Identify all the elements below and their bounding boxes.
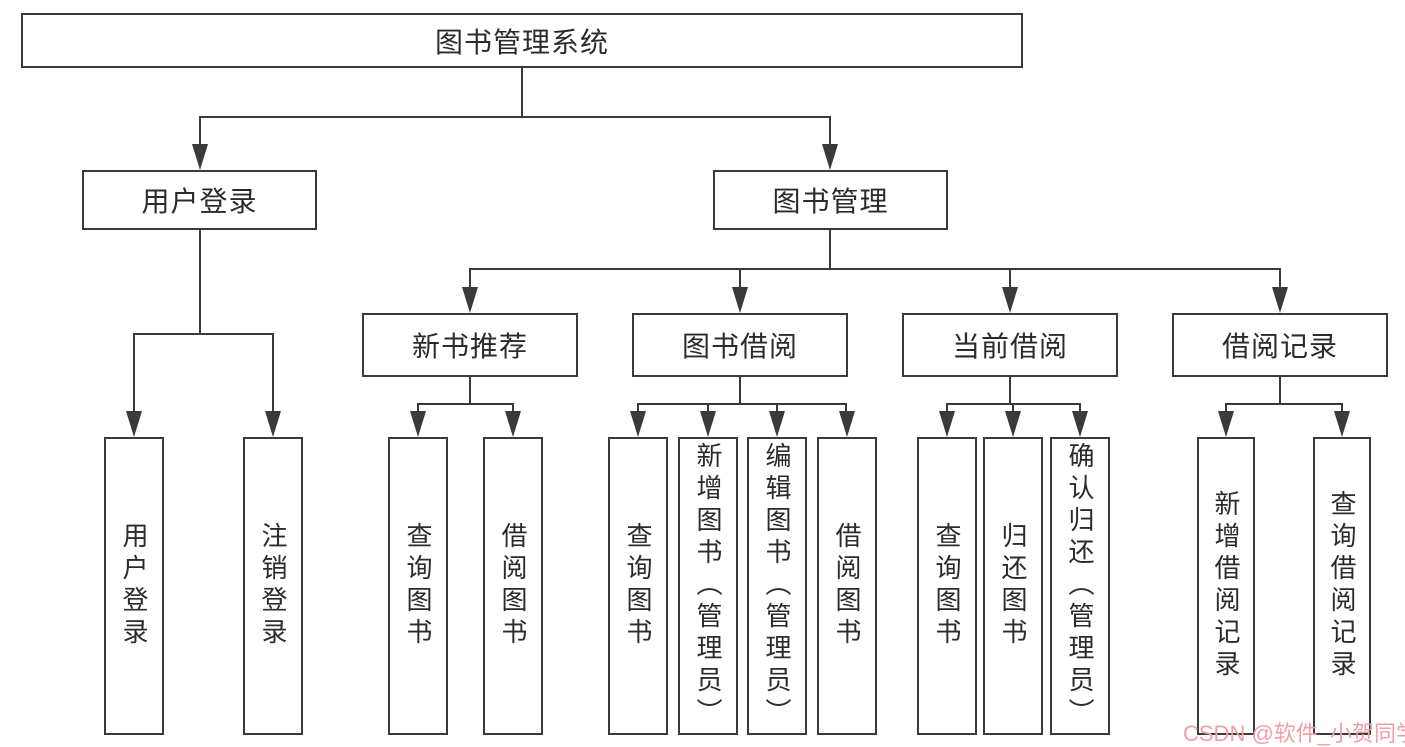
node-leaf-borrow-books-1: 借阅图书	[483, 437, 543, 735]
arrowhead-down-icon	[700, 411, 716, 437]
arrowhead-down-icon	[192, 144, 208, 170]
connector-leaf-stem	[707, 403, 709, 413]
connector-bookmgmt-down	[829, 230, 831, 270]
node-book-borrow: 图书借阅	[632, 313, 848, 377]
node-book-management: 图书管理	[713, 170, 948, 230]
connector-leaf-stem	[1225, 403, 1227, 413]
arrowhead-down-icon	[1272, 287, 1288, 313]
leaf-label: 编辑图书（管理员）	[762, 442, 792, 730]
leaf-label: 确认归还（管理员）	[1065, 442, 1095, 730]
connector-group-splitter	[1225, 403, 1342, 405]
leaf-label: 归还图书	[998, 522, 1028, 650]
node-borrow-records: 借阅记录	[1172, 313, 1388, 377]
leaf-label: 用户登录	[119, 522, 149, 650]
leaf-label: 借阅图书	[832, 522, 862, 650]
arrowhead-down-icon	[410, 411, 426, 437]
connector-leaf-stem	[776, 403, 778, 413]
node-leaf-query-borrow-record: 查询借阅记录	[1313, 437, 1371, 735]
connector-leaf-stem	[133, 333, 135, 413]
arrowhead-down-icon	[1005, 411, 1021, 437]
connector-leaf-stem	[1012, 403, 1014, 413]
connector-userlogin-down	[199, 230, 201, 335]
connector-userlogin-stem	[199, 116, 201, 146]
node-root: 图书管理系统	[21, 13, 1023, 68]
connector-leaf-stem	[845, 403, 847, 413]
connector-group-down	[469, 377, 471, 405]
connector-leaf-stem	[1009, 268, 1011, 289]
arrowhead-down-icon	[732, 287, 748, 313]
arrowhead-down-icon	[1002, 287, 1018, 313]
connector-leaf-stem	[469, 268, 471, 289]
connector-leaf-stem	[739, 268, 741, 289]
connector-bookmgmt-stem	[829, 116, 831, 146]
connector-userlogin-splitter	[133, 333, 274, 335]
connector-leaf-stem	[272, 333, 274, 413]
node-new-book-recommend: 新书推荐	[362, 313, 578, 377]
node-leaf-add-book-admin: 新增图书（管理员）	[678, 437, 738, 735]
node-current-borrow: 当前借阅	[902, 313, 1118, 377]
connector-leaf-stem	[1341, 403, 1343, 413]
leaf-label: 查询图书	[623, 522, 653, 650]
connector-group-down	[1279, 377, 1281, 405]
connector-leaf-stem	[946, 403, 948, 413]
connector-root-splitter	[199, 116, 831, 118]
node-leaf-edit-book-admin: 编辑图书（管理员）	[747, 437, 807, 735]
arrowhead-down-icon	[1218, 411, 1234, 437]
node-leaf-borrow-books-2: 借阅图书	[817, 437, 877, 735]
node-user-login: 用户登录	[82, 170, 317, 230]
arrowhead-down-icon	[265, 411, 281, 437]
node-leaf-confirm-return-admin: 确认归还（管理员）	[1050, 437, 1110, 735]
leaf-label: 查询图书	[932, 522, 962, 650]
leaf-label: 借阅图书	[498, 522, 528, 650]
leaf-label: 新增借阅记录	[1211, 490, 1241, 682]
leaf-label: 新增图书（管理员）	[693, 442, 723, 730]
connector-leaf-stem	[512, 403, 514, 413]
leaf-label: 注销登录	[258, 522, 288, 650]
arrowhead-down-icon	[505, 411, 521, 437]
node-leaf-add-borrow-record: 新增借阅记录	[1197, 437, 1255, 735]
csdn-watermark: CSDN @软件_小贺同学	[1183, 721, 1405, 746]
connector-group-down	[739, 377, 741, 405]
arrowhead-down-icon	[769, 411, 785, 437]
connector-root-stem	[521, 68, 523, 116]
connector-leaf-stem	[1079, 403, 1081, 413]
arrowhead-down-icon	[1072, 411, 1088, 437]
connector-level3-splitter	[469, 268, 1281, 270]
connector-group-down	[1009, 377, 1011, 405]
node-leaf-user-login: 用户登录	[104, 437, 164, 735]
node-leaf-query-books-3: 查询图书	[917, 437, 977, 735]
connector-group-splitter	[637, 403, 847, 405]
node-leaf-query-books-2: 查询图书	[608, 437, 668, 735]
node-leaf-return-book: 归还图书	[983, 437, 1043, 735]
leaf-label: 查询借阅记录	[1327, 490, 1357, 682]
arrowhead-down-icon	[462, 287, 478, 313]
node-leaf-query-books-1: 查询图书	[388, 437, 448, 735]
arrowhead-down-icon	[126, 411, 142, 437]
arrowhead-down-icon	[822, 144, 838, 170]
arrowhead-down-icon	[630, 411, 646, 437]
node-leaf-logout: 注销登录	[243, 437, 303, 735]
connector-leaf-stem	[417, 403, 419, 413]
arrowhead-down-icon	[1334, 411, 1350, 437]
connector-group-splitter	[417, 403, 514, 405]
arrowhead-down-icon	[839, 411, 855, 437]
connector-leaf-stem	[1279, 268, 1281, 289]
arrowhead-down-icon	[939, 411, 955, 437]
leaf-label: 查询图书	[403, 522, 433, 650]
connector-leaf-stem	[637, 403, 639, 413]
